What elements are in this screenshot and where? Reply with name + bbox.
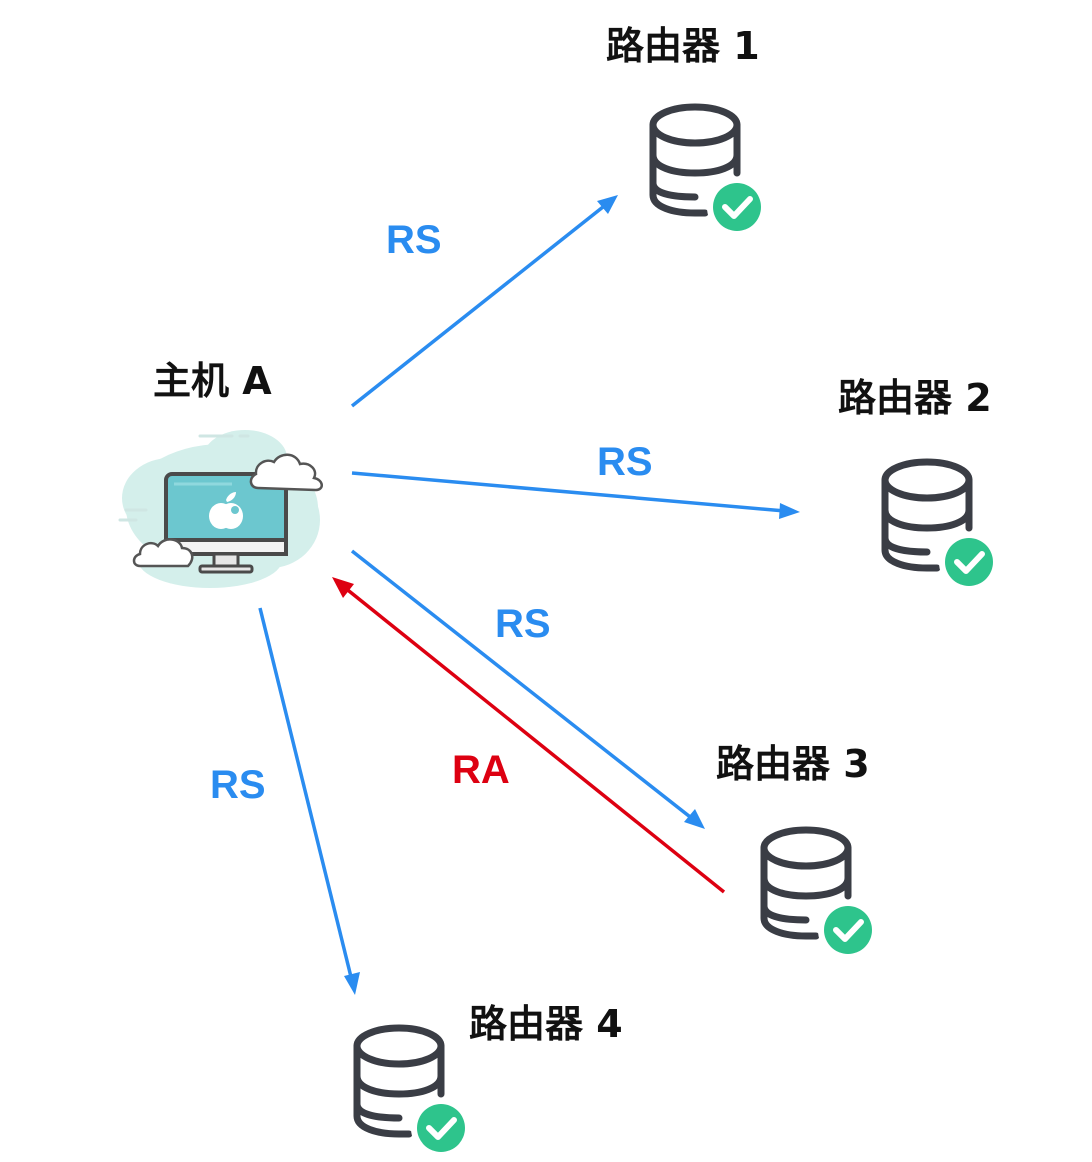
edge-label-rs-router-3: RS <box>495 602 551 646</box>
router-2-label: 路由器 2 <box>838 376 992 420</box>
arrow-host-to-router-4 <box>258 607 360 995</box>
arrow-host-to-router-1 <box>350 195 618 408</box>
edge-label-rs-router-1: RS <box>386 218 442 262</box>
host-label: 主机 A <box>153 359 272 403</box>
edge-label-rs-router-2: RS <box>597 440 653 484</box>
edge-label-rs-router-4: RS <box>210 763 266 807</box>
router-3-label: 路由器 3 <box>716 742 870 786</box>
arrow-router-3-to-host <box>332 577 726 894</box>
router-1-label: 路由器 1 <box>606 24 760 68</box>
arrow-host-to-router-2 <box>351 471 800 519</box>
arrow-host-to-router-3 <box>350 549 705 829</box>
router-4-label: 路由器 4 <box>469 1002 623 1046</box>
edge-label-ra-router-3: RA <box>452 748 510 792</box>
